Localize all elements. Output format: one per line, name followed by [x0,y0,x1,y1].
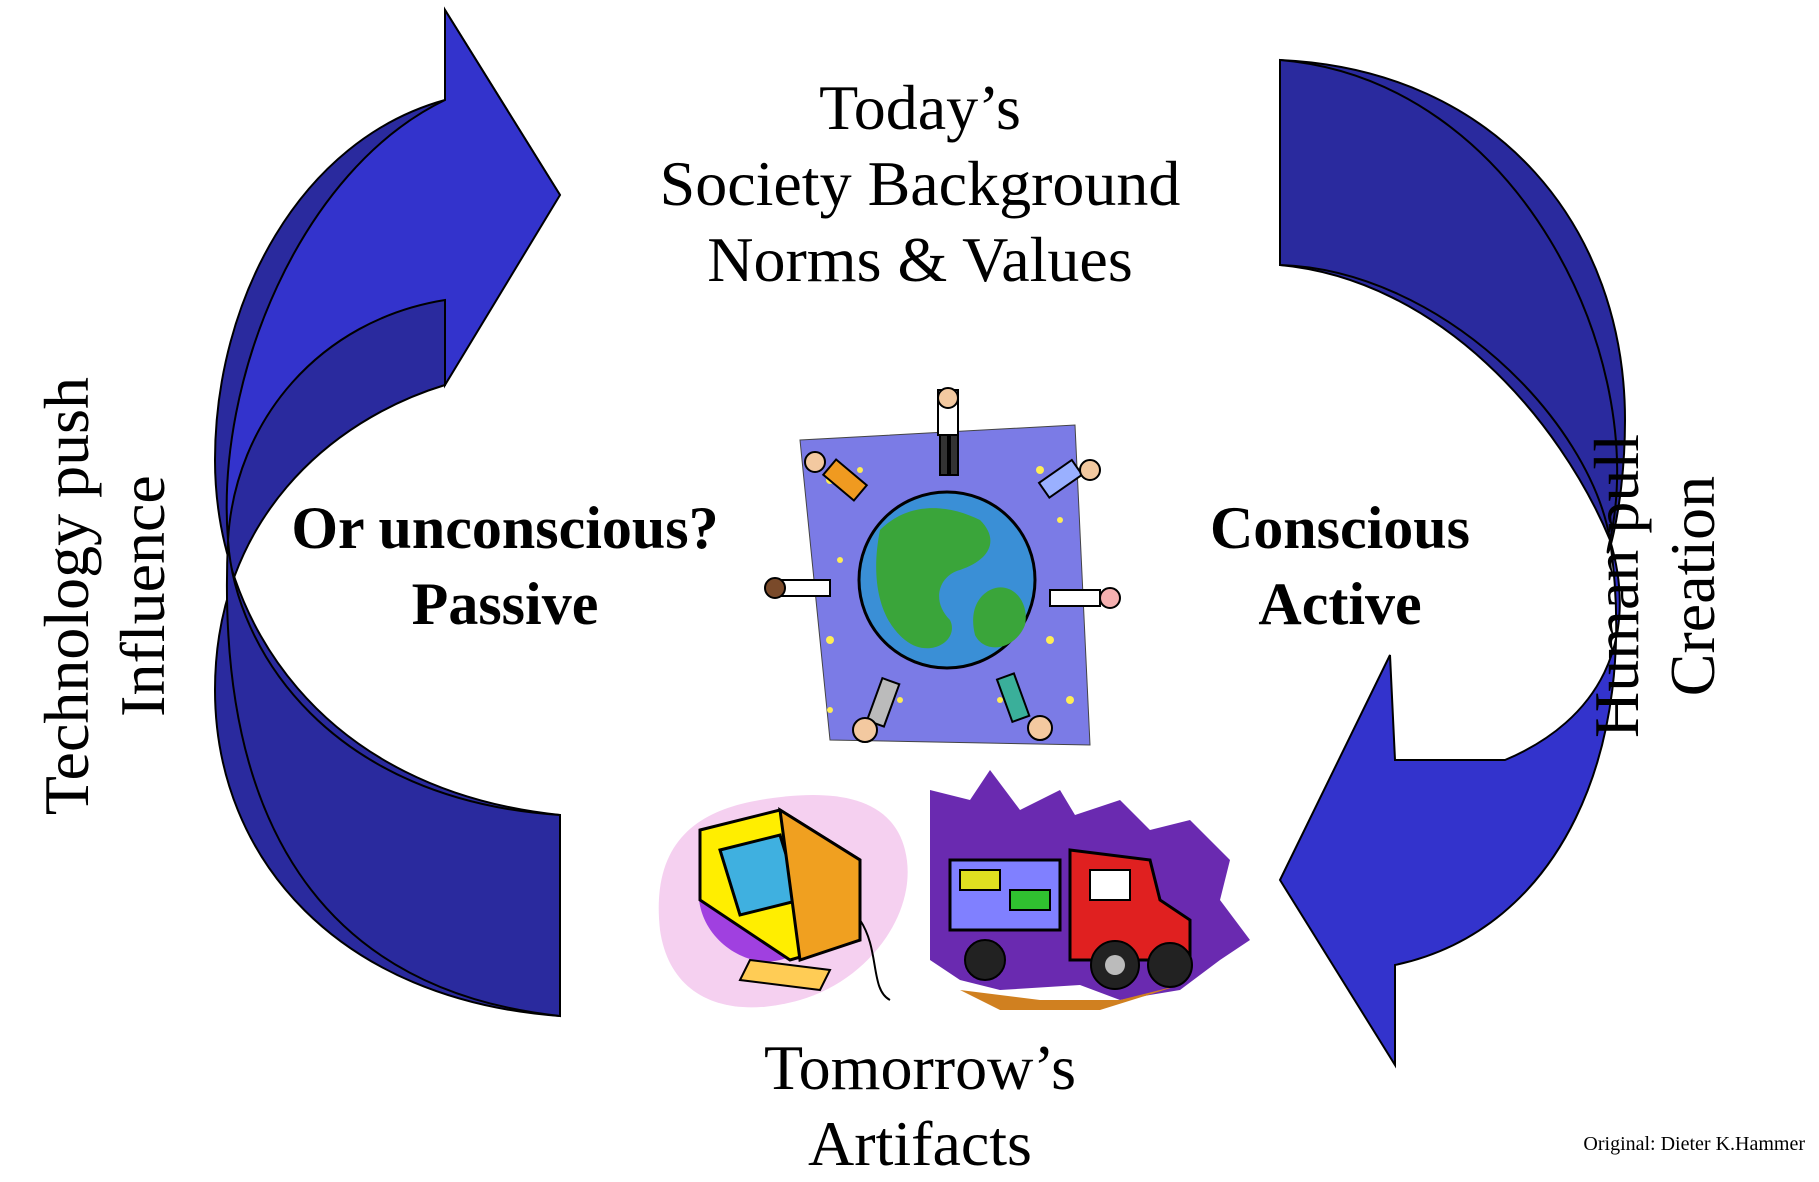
right-side-line2: Creation [1657,475,1728,697]
right-center-line2: Active [1258,571,1422,637]
left-side-line1: Technology push [31,376,102,816]
top-label-line3: Norms & Values [707,224,1133,295]
globe-people-clipart-icon [764,387,1121,746]
right-side-line1: Human pull [1581,434,1652,738]
bottom-label: Tomorrow’s Artifacts [620,1030,1220,1182]
computer-clipart-icon [658,795,908,1008]
right-cycle-arrow-icon [1278,58,1627,1069]
bottom-label-line2: Artifacts [808,1108,1032,1179]
right-center-label: Conscious Active [1140,490,1540,642]
right-center-line1: Conscious [1209,495,1471,561]
left-side-line2: Influence [107,475,178,717]
top-label: Today’s Society Background Norms & Value… [620,70,1220,298]
bottom-label-line1: Tomorrow’s [764,1032,1076,1103]
left-center-label: Or unconscious? Passive [255,490,755,642]
right-side-label: Human pull Creation [1579,396,1731,776]
top-label-line1: Today’s [819,72,1021,143]
left-cycle-arrow-icon [213,6,562,1018]
top-label-line2: Society Background [659,148,1181,219]
credit-text: Original: Dieter K.Hammer [1583,1133,1805,1155]
left-center-line2: Passive [411,571,599,637]
left-center-line1: Or unconscious? [291,495,719,561]
left-side-label: Technology push Influence [29,316,181,876]
truck-clipart-icon [930,770,1250,1010]
